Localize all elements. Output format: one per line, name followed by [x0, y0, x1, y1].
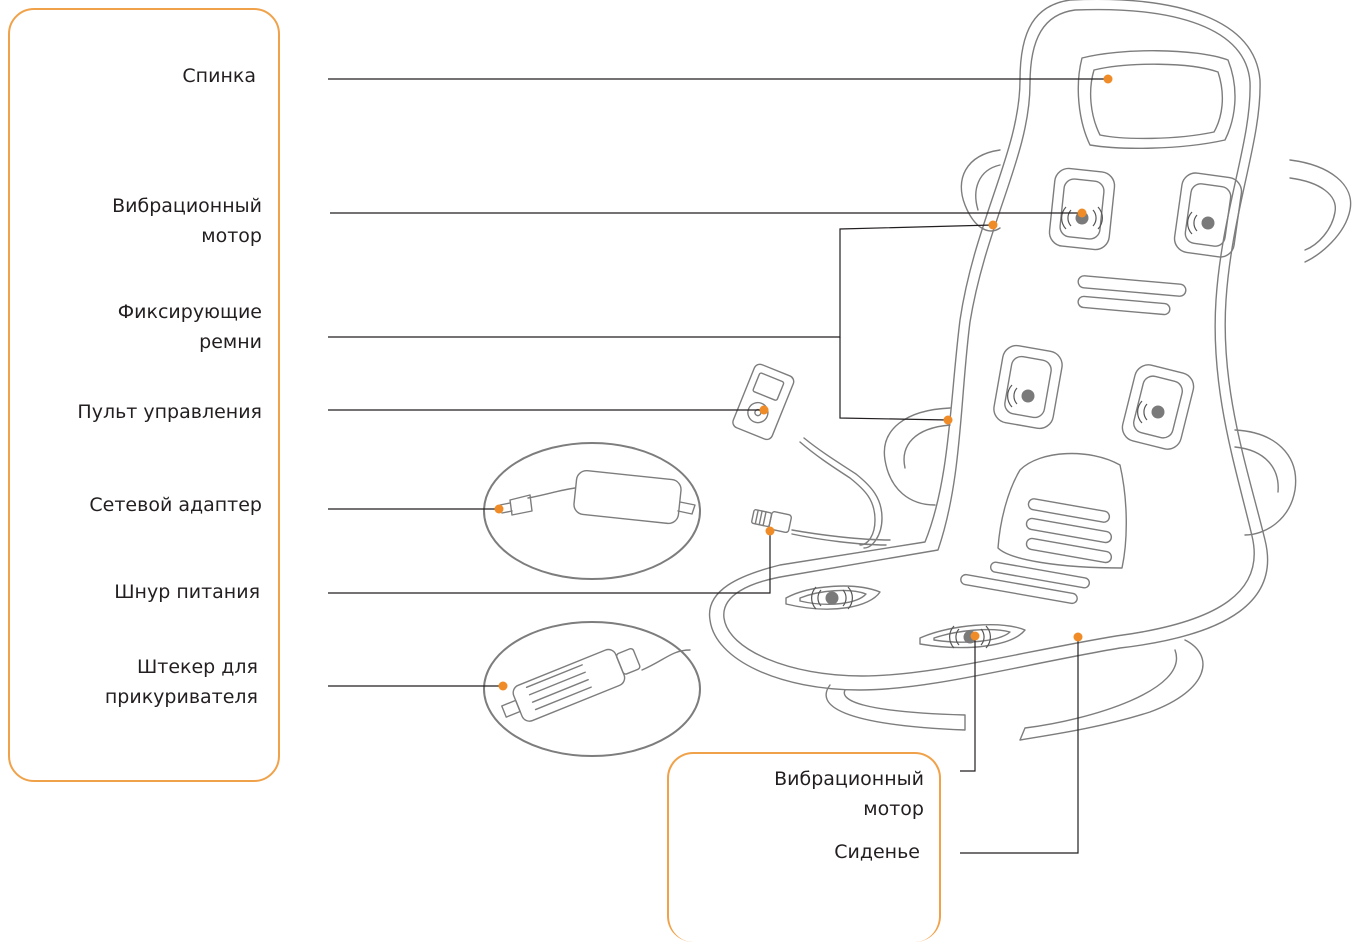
motor-pad-seat-left	[785, 585, 881, 610]
leader-lines	[328, 78, 1108, 854]
cushion-outline-outer	[708, 0, 1269, 691]
motor-pad-upper-right	[1173, 172, 1243, 258]
motor-centers	[825, 211, 1215, 644]
label-vibration-motor-seat: Вибрационный мотор	[774, 768, 924, 820]
label-seat: Сиденье	[834, 841, 920, 863]
bottom-label-panel	[667, 752, 941, 942]
motor-pad-middle-right	[1121, 364, 1195, 450]
label-vibration-motor-back: Вибрационный мотор	[112, 195, 262, 247]
control-panel	[732, 363, 795, 441]
label-backrest: Спинка	[182, 65, 256, 87]
cigarette-plug-icon	[501, 647, 641, 722]
seat-cushion-diagram	[328, 0, 1352, 854]
adapter-oval	[483, 442, 701, 580]
strap-bottom-right	[1019, 639, 1204, 741]
left-label-panel	[8, 8, 280, 782]
label-fixing-straps: Фиксирующие ремни	[117, 301, 262, 353]
strap-middle-left	[883, 407, 951, 506]
motor-pad-upper-left	[1048, 167, 1116, 251]
control-cable	[799, 441, 876, 546]
head-pad	[1077, 50, 1236, 149]
cushion-outline-inner	[723, 8, 1255, 677]
strap-upper-left	[960, 149, 1001, 232]
label-power-adapter: Сетевой адаптер	[89, 494, 262, 516]
adapter-icon	[499, 469, 696, 525]
label-control-panel: Пульт управления	[77, 401, 262, 423]
lumbar-pad	[997, 452, 1127, 569]
cigarette-plug-oval	[483, 621, 701, 757]
vibration-waves	[811, 206, 1198, 649]
label-power-cord: Шнур питания	[114, 581, 260, 603]
strap-bottom-left	[825, 684, 966, 731]
strap-middle-right	[1234, 429, 1297, 536]
power-cord-connector	[751, 509, 793, 534]
motor-pad-seat-right	[919, 624, 1026, 649]
label-cigarette-plug: Штекер для прикуривателя	[104, 656, 258, 708]
motor-pad-middle-left	[993, 344, 1063, 430]
callout-dots	[494, 74, 1113, 691]
strap-upper-right	[1289, 159, 1352, 263]
